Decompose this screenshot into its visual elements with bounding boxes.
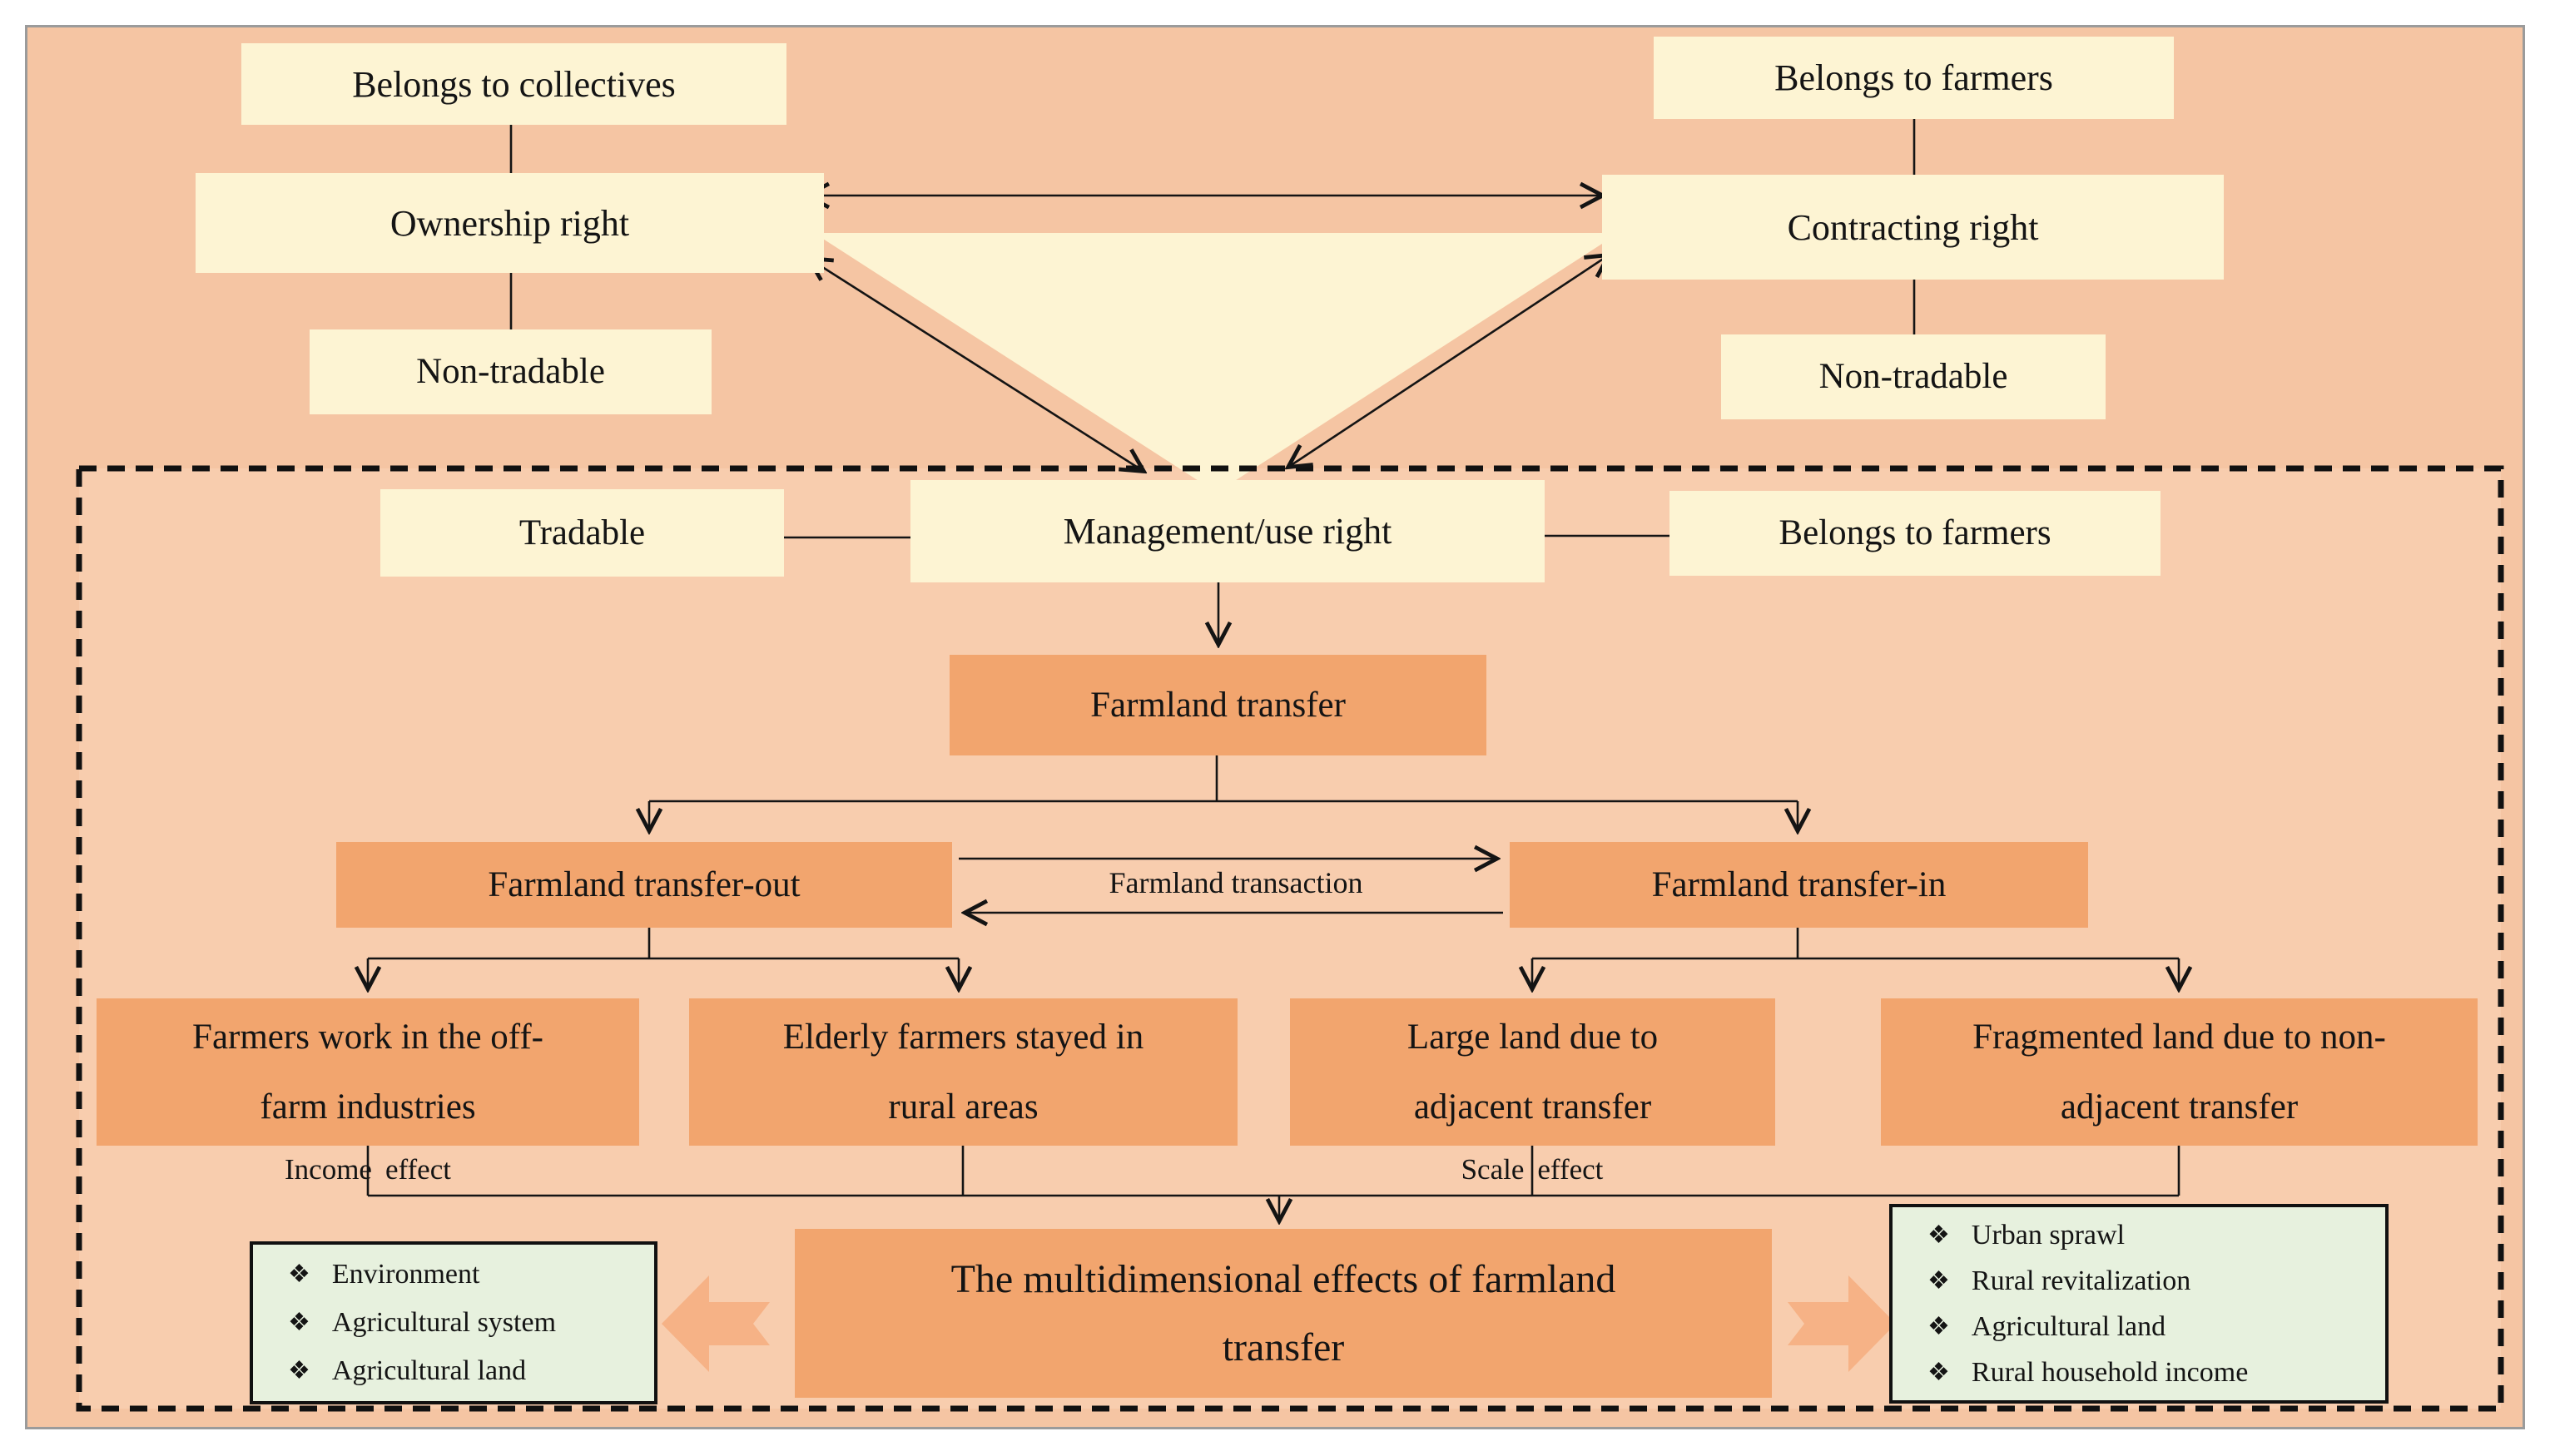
node-label-line1: Large land due to [1406, 1017, 1659, 1057]
effects-list-right: ❖ Urban sprawl ❖ Rural revitalization ❖ … [1889, 1204, 2389, 1404]
list-item: ❖ Agricultural system [288, 1299, 556, 1347]
diamond-bullet-icon: ❖ [1927, 1221, 1950, 1249]
list-item: ❖ Agricultural land [288, 1347, 526, 1395]
node-label: Contracting right [1787, 206, 2039, 248]
node-label-line1: Fragmented land due to non- [1972, 1017, 2386, 1057]
left-block-arrow-icon [662, 1275, 770, 1372]
node-label-line2: transfer [1222, 1325, 1345, 1369]
list-item-label: Rural household income [1971, 1357, 2249, 1388]
node-contracting-right: Contracting right [1602, 175, 2224, 280]
node-ownership-right: Ownership right [196, 173, 824, 273]
node-label: Belongs to farmers [1774, 57, 2053, 98]
list-item-label: Urban sprawl [1971, 1220, 2126, 1250]
node-non-tradable-left: Non-tradable [310, 329, 712, 414]
income-effect-label: Income effect [160, 1153, 576, 1186]
node-farmland-transfer: Farmland transfer [950, 655, 1486, 755]
scale-effect-label: Scale effect [1324, 1153, 1740, 1186]
farmland-transaction-label: Farmland transaction [965, 865, 1506, 900]
edge-label-word: effect [1537, 1153, 1604, 1186]
list-item-label: Agricultural land [331, 1355, 527, 1386]
node-label: Farmland transfer-in [1651, 864, 1947, 904]
diamond-bullet-icon: ❖ [1927, 1267, 1950, 1295]
effects-list-left: ❖ Environment ❖ Agricultural system ❖ Ag… [250, 1241, 657, 1404]
node-label: Belongs to farmers [1779, 513, 2051, 553]
right-block-arrow-icon [1788, 1275, 1896, 1372]
node-label: Belongs to collectives [352, 63, 676, 105]
dashed-frame [76, 465, 2504, 1412]
node-belongs-to-collectives: Belongs to collectives [241, 43, 786, 125]
edge-label-text: Farmland transaction [1109, 866, 1363, 899]
node-non-tradable-right: Non-tradable [1721, 334, 2106, 419]
diamond-bullet-icon: ❖ [288, 1260, 310, 1288]
node-tradable: Tradable [380, 489, 784, 577]
node-label-line2: rural areas [888, 1087, 1039, 1127]
list-item-label: Agricultural land [1971, 1311, 2166, 1342]
node-farmland-transfer-in: Farmland transfer-in [1510, 842, 2088, 928]
list-item: ❖ Agricultural land [1927, 1304, 2166, 1350]
node-label-line2: adjacent transfer [2060, 1087, 2299, 1127]
node-belongs-to-farmers-top: Belongs to farmers [1654, 37, 2174, 119]
list-item-label: Environment [331, 1259, 480, 1290]
list-item: ❖ Environment [288, 1250, 479, 1299]
list-item-label: Rural revitalization [1971, 1265, 2191, 1296]
list-item: ❖ Rural household income [1927, 1350, 2248, 1395]
node-management-use-right: Management/use right [910, 480, 1545, 582]
node-label: Farmland transfer [1090, 685, 1346, 725]
node-label: Tradable [518, 513, 646, 552]
node-label: Management/use right [1063, 511, 1392, 552]
list-item: ❖ Rural revitalization [1927, 1258, 2190, 1304]
node-label: Farmland transfer-out [488, 864, 801, 904]
edge-label-word: effect [384, 1153, 451, 1186]
connector-lines [368, 119, 2179, 1219]
node-multidimensional-effects: The multidimensional effects of farmland… [795, 1229, 1772, 1398]
diamond-bullet-icon: ❖ [288, 1357, 310, 1384]
node-fragmented-land: Fragmented land due to non- adjacent tra… [1881, 998, 2478, 1146]
node-label: Ownership right [389, 202, 630, 244]
list-item: ❖ Urban sprawl [1927, 1212, 2125, 1258]
node-belongs-to-farmers-mid: Belongs to farmers [1669, 491, 2161, 576]
node-elderly-farmers: Elderly farmers stayed in rural areas [689, 998, 1238, 1146]
node-farmland-transfer-out: Farmland transfer-out [336, 842, 952, 928]
node-label-line1: The multidimensional effects of farmland [950, 1256, 1616, 1301]
node-farmers-off-farm: Farmers work in the off- farm industries [97, 998, 639, 1146]
node-label-line1: Elderly farmers stayed in [782, 1017, 1144, 1057]
edge-label-word: Income [285, 1153, 372, 1186]
node-label: Non-tradable [416, 352, 605, 392]
diamond-bullet-icon: ❖ [288, 1309, 310, 1336]
rights-triangle [814, 233, 1619, 493]
node-label: Non-tradable [1818, 357, 2008, 397]
node-label-line1: Farmers work in the off- [192, 1017, 543, 1057]
list-item-label: Agricultural system [331, 1307, 557, 1338]
node-label-line2: farm industries [260, 1087, 476, 1127]
node-large-land: Large land due to adjacent transfer [1290, 998, 1775, 1146]
node-label-line2: adjacent transfer [1413, 1087, 1652, 1127]
diamond-bullet-icon: ❖ [1927, 1359, 1950, 1386]
diamond-bullet-icon: ❖ [1927, 1313, 1950, 1340]
edge-label-word: Scale [1461, 1153, 1525, 1186]
